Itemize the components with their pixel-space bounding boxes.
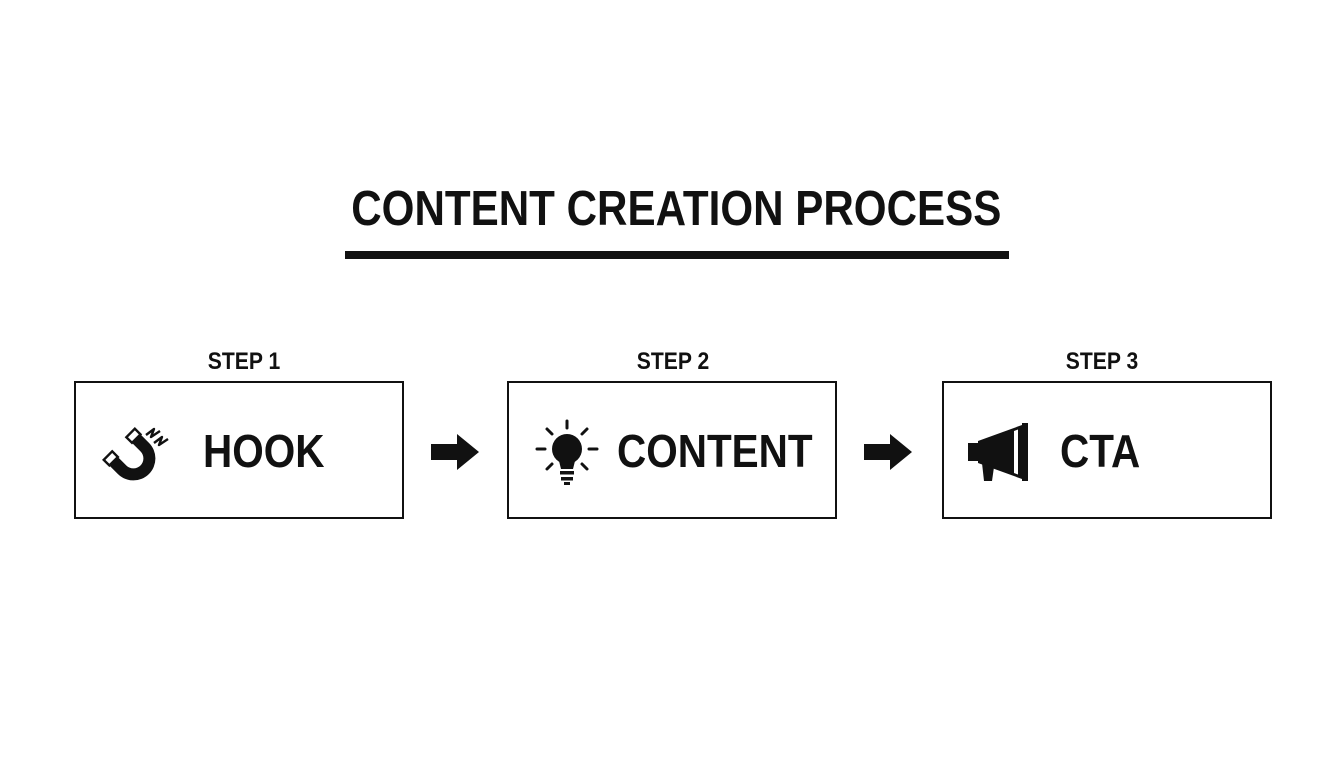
step-1-box: HOOK xyxy=(74,381,404,519)
title-underline xyxy=(345,251,1009,259)
step-3-label: STEP 3 xyxy=(1065,348,1139,375)
step-3-box: CTA xyxy=(942,381,1272,519)
magnet-icon xyxy=(96,413,176,493)
step-1-label: STEP 1 xyxy=(207,348,281,375)
arrow-right-icon xyxy=(862,432,914,472)
step-3-name: CTA xyxy=(1060,425,1141,477)
step-1-name: HOOK xyxy=(203,425,325,477)
megaphone-icon xyxy=(962,413,1042,493)
arrow-right-icon xyxy=(429,432,481,472)
lightbulb-icon xyxy=(527,413,607,493)
diagram-title: CONTENT CREATION PROCESS xyxy=(351,182,1002,236)
step-2-name: CONTENT xyxy=(617,425,813,477)
step-2-label: STEP 2 xyxy=(636,348,710,375)
step-2-box: CONTENT xyxy=(507,381,837,519)
